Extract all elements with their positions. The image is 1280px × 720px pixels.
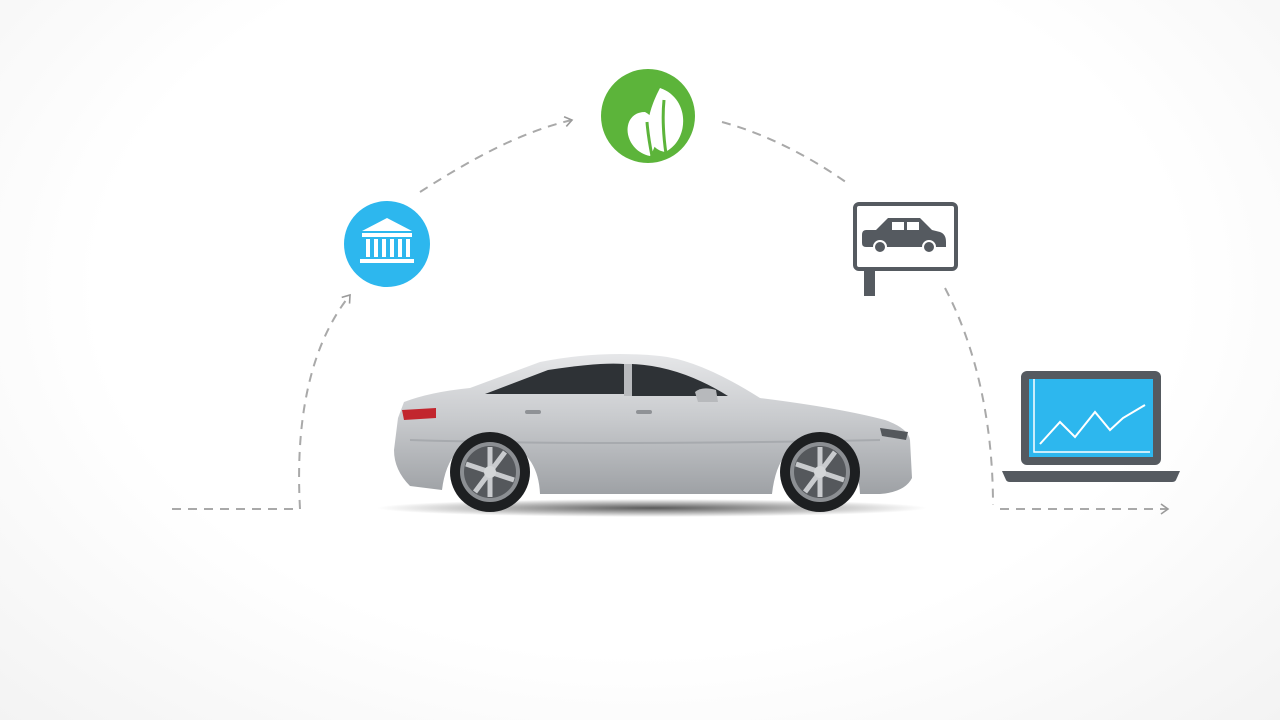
connector-sign-to-laptop: [944, 287, 994, 506]
connector-lines: [172, 115, 1170, 515]
front-wheel: [780, 432, 860, 512]
laptop-chart-icon: [1002, 371, 1180, 482]
connector-eco-to-sign: [721, 121, 851, 186]
car-sign-icon: [853, 202, 958, 296]
connector-bank-to-eco: [419, 115, 574, 193]
connector-to-bank: [298, 293, 351, 510]
rear-wheel: [450, 432, 530, 512]
bank-icon: [344, 201, 430, 287]
car-image: [377, 354, 927, 517]
leaf-icon: [601, 69, 695, 163]
